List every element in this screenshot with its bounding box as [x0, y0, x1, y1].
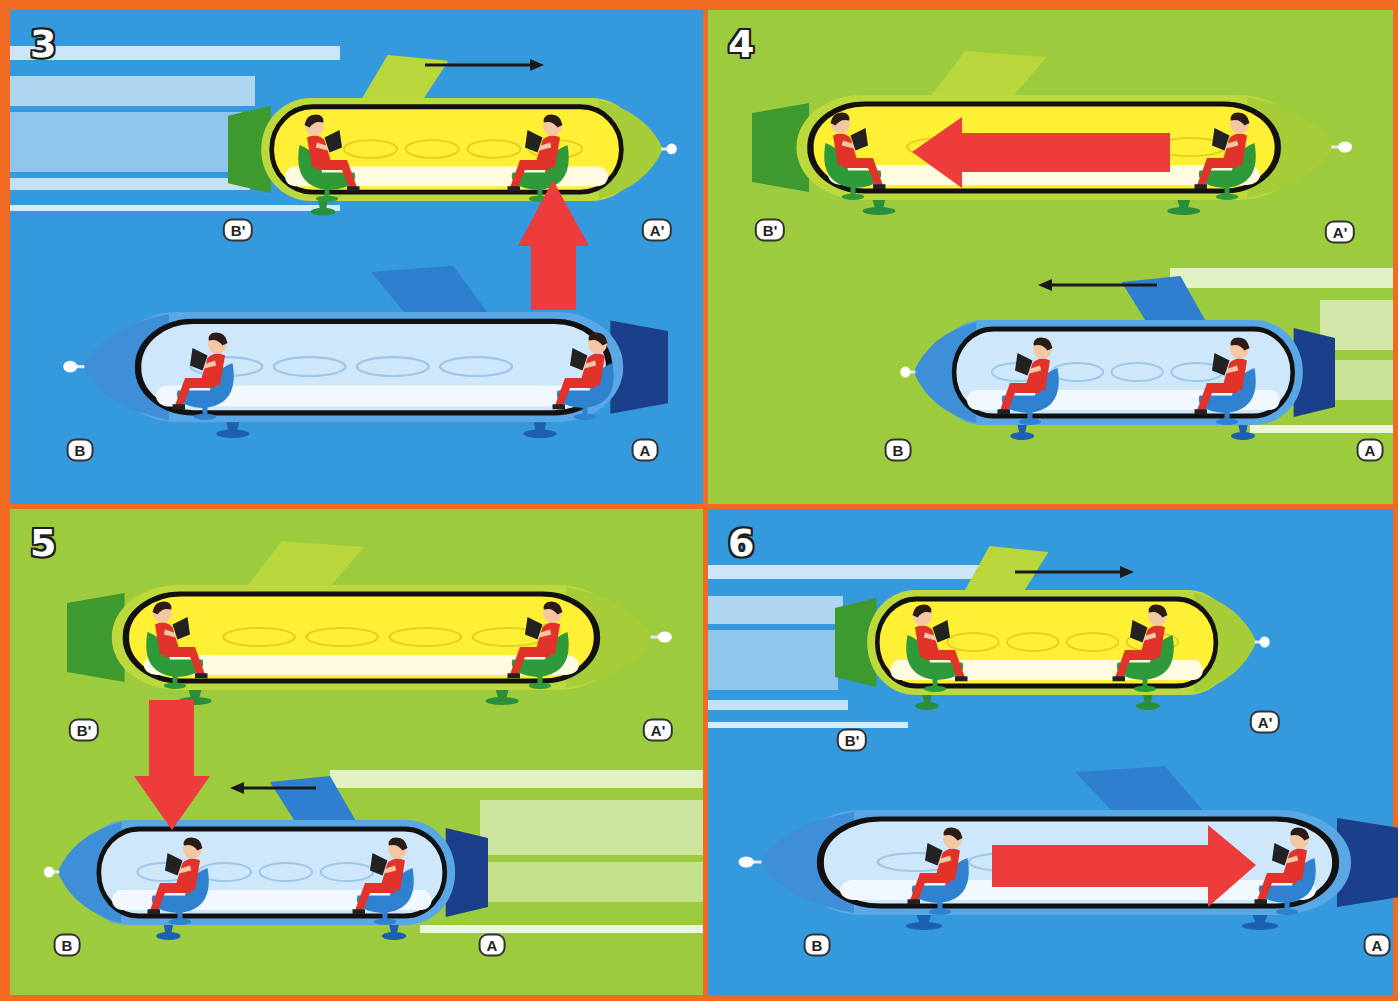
- blue-rocket: [44, 776, 488, 940]
- point-label: B': [755, 219, 785, 242]
- motion-arrow: [1015, 571, 1120, 574]
- passenger: [298, 115, 359, 202]
- arrow-head: [1120, 566, 1134, 578]
- point-label: A': [642, 219, 672, 242]
- panel-number: 3: [30, 24, 56, 64]
- passenger: [908, 828, 969, 915]
- point-label: B': [837, 729, 867, 752]
- point-label: A: [632, 439, 659, 462]
- passenger: [553, 333, 614, 420]
- streak: [480, 862, 703, 902]
- signal-arrow: [912, 117, 1170, 188]
- point-label: B': [223, 219, 253, 242]
- yellow-rocket: [67, 541, 672, 705]
- arrow-head: [530, 59, 544, 71]
- passenger: [824, 113, 885, 200]
- streak: [708, 722, 908, 728]
- passenger: [146, 602, 207, 689]
- point-label: A': [1250, 711, 1280, 734]
- yellow-rocket: [228, 55, 677, 216]
- blue-rocket: [900, 276, 1335, 440]
- panel: 5: [10, 509, 703, 995]
- passenger: [906, 605, 967, 692]
- motion-arrows: [230, 59, 1157, 794]
- passenger: [508, 115, 569, 202]
- passenger: [173, 333, 234, 420]
- point-label: B: [804, 934, 831, 957]
- motion-arrow: [1052, 284, 1157, 287]
- arrow-head: [1038, 279, 1052, 291]
- passenger: [1195, 113, 1256, 200]
- streak: [1320, 300, 1393, 350]
- motion-arrow: [425, 64, 530, 67]
- streak: [1320, 360, 1393, 400]
- light-signals: [134, 117, 1256, 907]
- streak: [1170, 268, 1393, 288]
- streak: [708, 630, 838, 690]
- streak: [1250, 425, 1393, 433]
- signal-arrow: [518, 180, 589, 310]
- streak: [10, 178, 250, 190]
- streak: [420, 925, 703, 933]
- motion-streaks: [10, 46, 1393, 933]
- motion-arrow: [244, 787, 316, 790]
- point-label: A: [1364, 934, 1391, 957]
- passenger: [353, 838, 414, 925]
- point-label: A': [643, 719, 673, 742]
- blue-rocket: [63, 266, 668, 438]
- streak: [708, 596, 843, 624]
- point-label: A: [479, 934, 506, 957]
- yellow-rocket: [835, 546, 1270, 710]
- streak: [480, 800, 703, 855]
- point-label: B: [67, 439, 94, 462]
- panel: 6: [708, 509, 1393, 995]
- passenger: [1195, 338, 1256, 425]
- streak: [10, 46, 340, 60]
- streak: [10, 112, 242, 172]
- panel-number: 6: [728, 523, 754, 563]
- streak: [10, 76, 255, 106]
- panel-number: 4: [728, 24, 754, 64]
- point-label: B: [54, 934, 81, 957]
- yellow-rocket: [752, 51, 1352, 215]
- passenger: [998, 338, 1059, 425]
- passenger: [508, 602, 569, 689]
- signal-arrow: [992, 825, 1256, 907]
- point-label: B': [69, 719, 99, 742]
- point-label: B: [885, 439, 912, 462]
- blue-rocket: [739, 766, 1398, 930]
- panel: 4: [708, 10, 1393, 504]
- streak: [708, 700, 848, 710]
- passenger: [148, 838, 209, 925]
- panel: 3: [10, 10, 703, 504]
- passenger: [1113, 605, 1174, 692]
- streak: [330, 770, 703, 788]
- streak: [10, 205, 340, 211]
- point-label: A: [1357, 439, 1384, 462]
- arrow-head: [230, 782, 244, 794]
- passenger: [1255, 828, 1316, 915]
- point-label: A': [1325, 221, 1355, 244]
- streak: [708, 565, 1008, 579]
- panel-number: 5: [30, 523, 56, 563]
- signal-arrow: [134, 700, 210, 830]
